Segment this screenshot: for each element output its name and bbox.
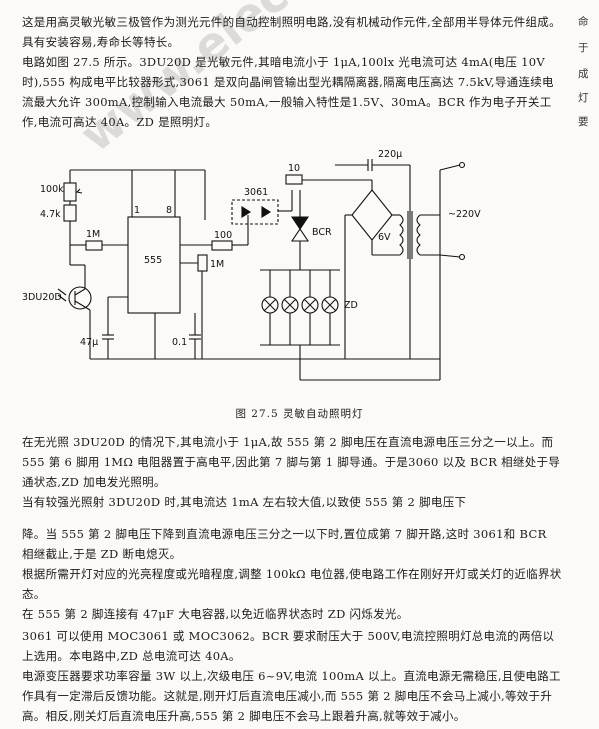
label-6v: 6V <box>378 232 391 243</box>
paragraph-parts: 3061 可以使用 MOC3061 或 MOC3062。BCR 要求耐压大于 5… <box>22 629 555 663</box>
paragraph-capacitor: 在 555 第 2 脚连接有 47μF 大电容器,以免近临界状态时 ZD 闪烁发… <box>22 607 409 621</box>
paragraph-drop: 降。当 555 第 2 脚电压下降到直流电源电压三分之一以下时,置位成第 7 脚… <box>22 527 547 561</box>
label-zd: ZD <box>344 300 358 311</box>
paragraph-adjust: 根据所需开灯对应的光亮程度或光暗程度,调整 100kΩ 电位器,使电路工作在刚好… <box>22 567 562 601</box>
label-100: 100 <box>214 230 232 241</box>
paragraph-intro: 这是用高灵敏光敏三极管作为测光元件的自动控制照明电路,没有机械动作元件,全部用半… <box>22 15 561 49</box>
paragraph-strong-light: 当有较强光照射 3DU20D 时,其电流达 1mA 左右较大值,以致使 555 … <box>22 495 467 509</box>
label-220u: 220μ <box>378 149 402 160</box>
label-1m-right: 1M <box>210 259 224 270</box>
label-3du20d: 3DU20D <box>22 292 62 303</box>
label-pin-1: 1 <box>134 205 140 216</box>
label-0-1: 0.1 <box>172 337 187 348</box>
margin-note: 要 <box>578 116 589 128</box>
label-4-7k: 4.7k <box>40 209 61 220</box>
label-47u: 47μ <box>80 337 98 348</box>
figure-caption: 图 27.5 灵敏自动照明灯 <box>235 408 364 420</box>
label-bcr: BCR <box>312 227 332 238</box>
label-3061: 3061 <box>244 187 268 198</box>
label-pin-8: 8 <box>166 205 172 216</box>
margin-note: 灯 <box>578 92 589 104</box>
label-220v: ~220V <box>448 209 481 220</box>
paragraph-circuit-description: 电路如图 27.5 所示。3DU20D 是光敏元件,其暗电流小于 1μA,100… <box>22 55 554 129</box>
label-100k: 100k <box>40 184 64 195</box>
margin-note: 成 <box>578 68 589 80</box>
label-1m-left: 1M <box>86 229 100 240</box>
margin-note: 于 <box>578 42 589 54</box>
label-ic-555: 555 <box>144 255 162 266</box>
margin-note: 命 <box>578 16 589 28</box>
label-10: 10 <box>288 163 300 174</box>
paragraph-no-light: 在无光照 3DU20D 的情况下,其电流小于 1μA,故 555 第 2 脚电压… <box>22 435 561 489</box>
paragraph-transformer: 电源变压器要求功率容量 3W 以上,次级电压 6~9V,电流 100mA 以上。… <box>22 669 561 723</box>
circuit-diagram: 100k 4.7k 1M 1 8 555 100 1M 3061 10 BCR … <box>22 149 481 381</box>
